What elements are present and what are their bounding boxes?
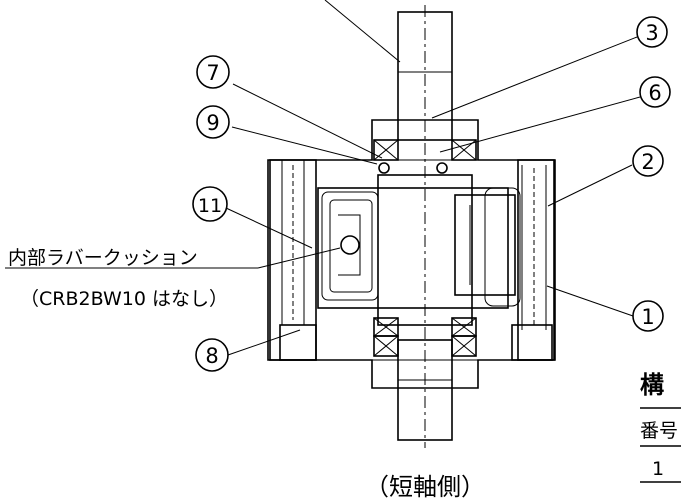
- right-cover: [511, 159, 555, 361]
- table-row-1: 1: [652, 458, 664, 480]
- view-caption: （短軸側）: [365, 473, 485, 501]
- leader-lines: [5, 0, 641, 356]
- callout-8: 8: [195, 338, 229, 372]
- annotation-line2: （CRB2BW10 はなし）: [20, 288, 228, 310]
- callout-6: 6: [639, 76, 671, 108]
- svg-text:3: 3: [645, 21, 658, 45]
- parts-table-fragment: 構 番号 1: [640, 371, 681, 483]
- callout-7: 7: [196, 55, 230, 89]
- svg-text:6: 6: [648, 81, 661, 105]
- vane-assembly: [317, 174, 521, 326]
- svg-text:9: 9: [206, 111, 219, 135]
- table-header: 番号: [640, 420, 678, 442]
- callout-3: 3: [636, 16, 668, 48]
- svg-text:8: 8: [205, 344, 218, 368]
- left-cover: [269, 159, 317, 361]
- svg-text:7: 7: [206, 61, 219, 85]
- shaft: [397, 5, 453, 448]
- callout-11: 11: [192, 186, 228, 222]
- table-title: 構: [640, 371, 664, 399]
- callout-9: 9: [196, 105, 230, 139]
- svg-text:2: 2: [641, 150, 654, 174]
- svg-text:1: 1: [641, 305, 654, 329]
- svg-text:11: 11: [198, 195, 222, 217]
- callout-2: 2: [632, 145, 664, 177]
- cushion-circle: [340, 235, 360, 255]
- annotation-line1: 内部ラバークッション: [8, 247, 198, 269]
- callout-1: 1: [632, 300, 664, 332]
- bearing-bottom: [373, 317, 477, 357]
